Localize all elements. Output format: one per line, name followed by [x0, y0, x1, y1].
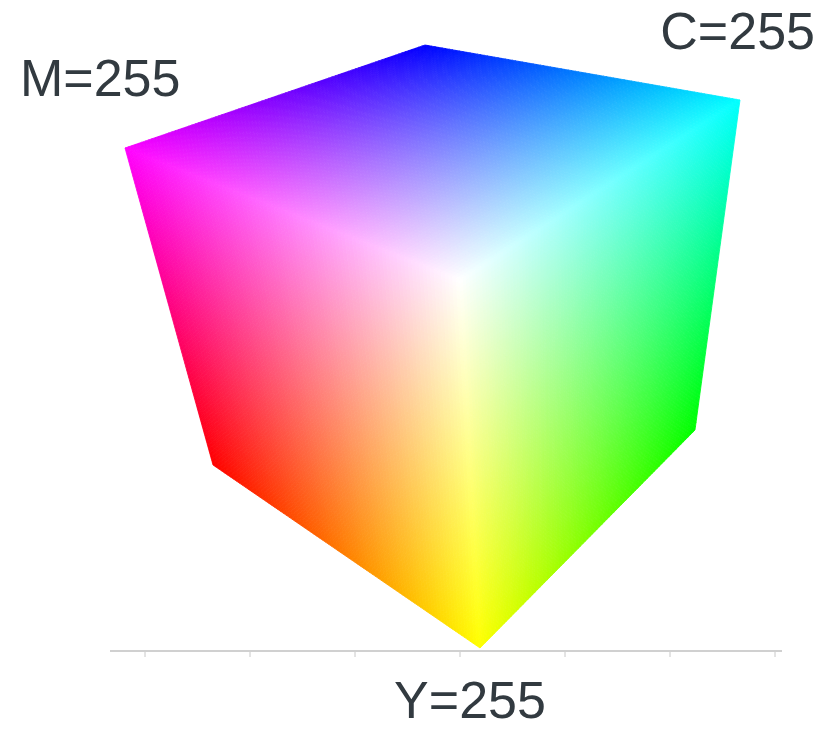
axis-label: Y=255 [394, 674, 546, 726]
axis-label: M=255 [20, 52, 180, 104]
axis-label: C=255 [660, 5, 815, 57]
